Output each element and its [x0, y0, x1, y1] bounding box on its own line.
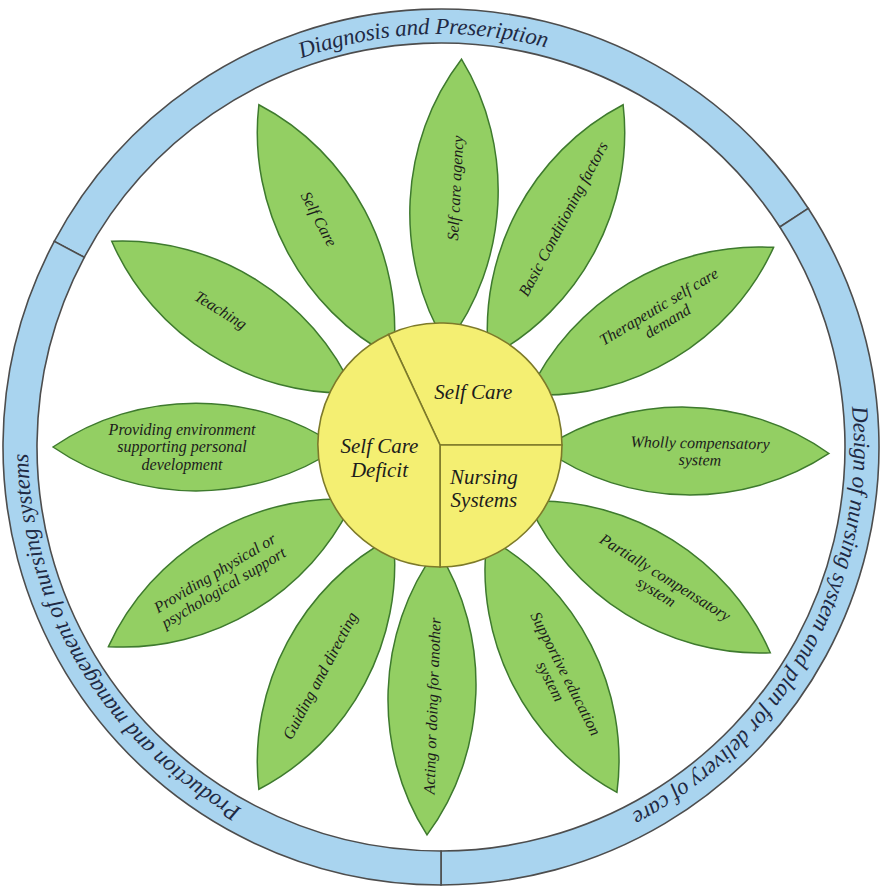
center-sector: Self Care Deficit [318, 323, 562, 567]
band-label: Diagnosis and Preseription [294, 13, 552, 62]
sector-label: Self Care [433, 381, 513, 404]
leaf-fill [53, 403, 339, 491]
leaf-fill [220, 84, 432, 378]
band-label-path: Diagnosis and Preseription [294, 13, 552, 62]
leaf-fill [448, 518, 656, 813]
leaf-fill [542, 405, 829, 498]
sector-label: Nursing Systems [441, 466, 527, 512]
petal-leaf: Providing environment supporting persona… [51, 402, 341, 492]
petal-leaf: Acting or doing for another [382, 545, 482, 838]
leaf-fill [86, 462, 376, 685]
sector-fill [440, 445, 562, 567]
leaf-fill [506, 210, 796, 433]
sector-label: Self Care Deficit [333, 435, 425, 481]
petal-label: Providing environment supporting persona… [92, 421, 272, 473]
leaf-fill [384, 547, 482, 836]
petal-label: Wholly compensatory system [610, 432, 791, 470]
petal-leaf: Wholly compensatory system [540, 404, 832, 499]
